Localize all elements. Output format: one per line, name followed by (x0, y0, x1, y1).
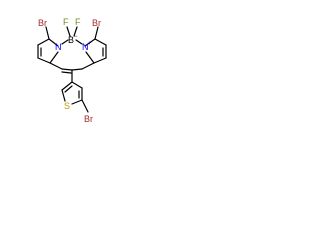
thiophene-ring (61, 81, 83, 105)
left-pyrrole-ring (37, 38, 59, 64)
structure-drawing: Br Br F F B − N N + S Br (37, 17, 107, 124)
n-right-charge: + (88, 41, 92, 47)
atom-br-bottom: Br (84, 114, 93, 124)
central-ring (49, 39, 95, 74)
atom-br-top-left: Br (38, 18, 47, 28)
atom-boron: B (68, 35, 74, 45)
atom-n-left: N (55, 42, 62, 52)
atom-br-top-right: Br (92, 18, 101, 28)
boron-charge: − (74, 34, 78, 40)
bond-br-left (45, 26, 50, 40)
bond-br-bottom (81, 99, 89, 113)
atom-f-left: F (63, 17, 69, 27)
right-pyrrole-ring (84, 38, 107, 64)
boron-fluorine-bonds (66, 26, 78, 37)
molecule-diagram: Br Br F F B − N N + S Br (0, 0, 152, 152)
atom-f-right: F (75, 17, 81, 27)
atom-n-right: N (82, 42, 89, 52)
atom-sulfur: S (64, 101, 70, 111)
bond-br-right (94, 26, 99, 40)
